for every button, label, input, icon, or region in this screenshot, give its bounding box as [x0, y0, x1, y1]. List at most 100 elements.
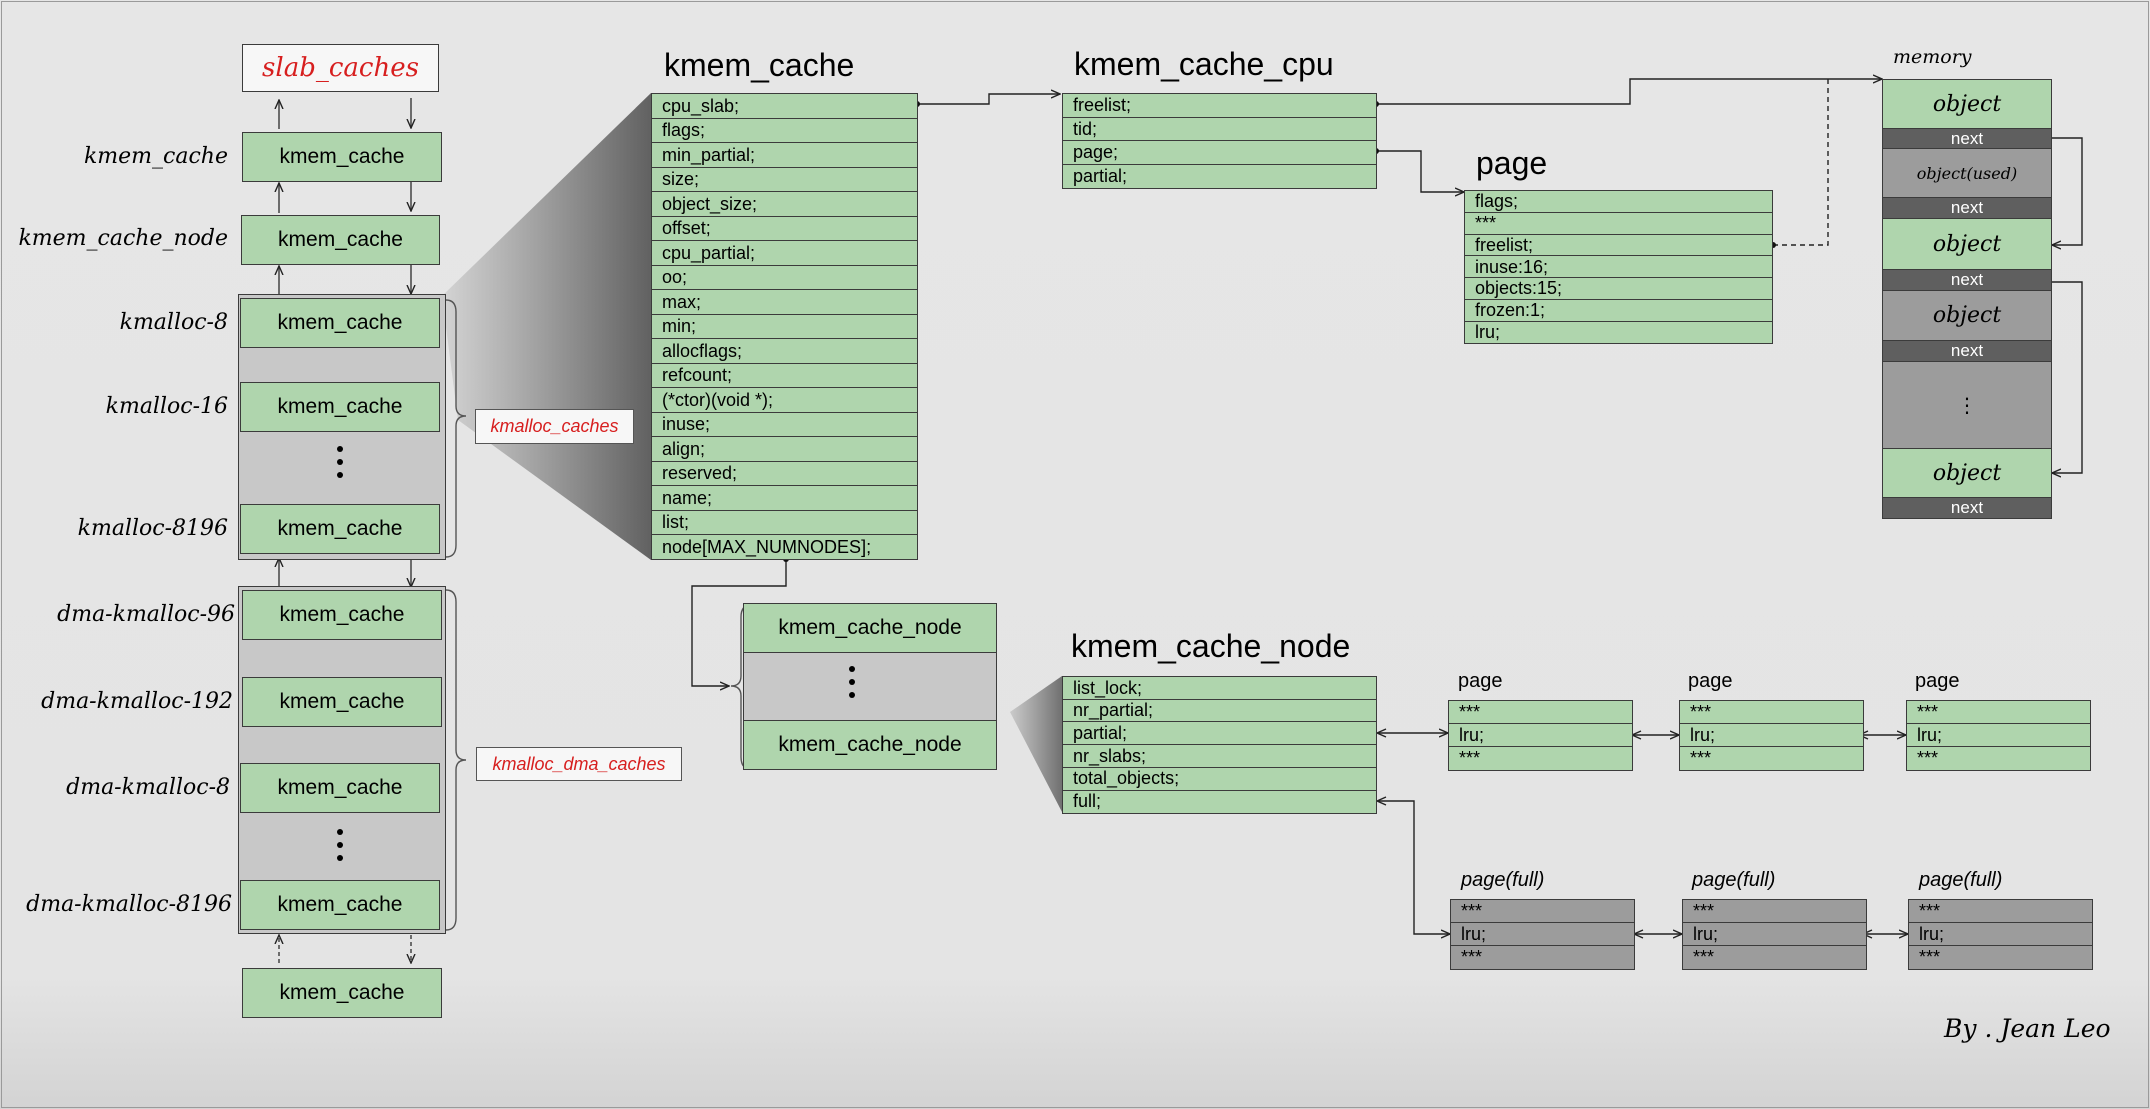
full-page-1-label: page(full)	[1461, 869, 1545, 891]
kmem-cache-node-field: total_objects;	[1062, 766, 1377, 791]
cache-node-entry-first: kmem_cache_node	[743, 603, 997, 653]
zoom-wedge-kmem-cache	[442, 93, 651, 560]
partial-page-1-label: page	[1458, 670, 1503, 692]
page-field: freelist;	[1464, 233, 1773, 257]
kmem-cache-field: reserved;	[651, 460, 918, 487]
label-kmem-cache: kmem_cache	[83, 144, 228, 169]
memory-ellipsis: ⋮	[1882, 361, 2052, 449]
kmem-cache-node-field: nr_slabs;	[1062, 744, 1377, 769]
memory-object-used: object(used)	[1882, 148, 2052, 198]
label-dma-kmalloc-8: dma-kmalloc-8	[66, 775, 230, 800]
memory-next-1: next	[1882, 128, 2052, 149]
kmem-cache-node-field: full;	[1062, 789, 1377, 814]
partial-page-2-label: page	[1688, 670, 1733, 692]
full-page-field: ***	[1450, 899, 1635, 924]
partial-page-field: ***	[1679, 700, 1864, 725]
kmem-cache-field: max;	[651, 289, 918, 315]
label-dma-kmalloc-192: dma-kmalloc-192	[41, 689, 233, 714]
kmem-cache-field: inuse;	[651, 411, 918, 438]
full-page-field: lru;	[1450, 922, 1635, 947]
partial-page-field: ***	[1906, 700, 2091, 725]
slab-caches-title: slab_caches	[262, 53, 419, 83]
dma-more-ellipsis	[337, 829, 343, 861]
kmalloc-more-ellipsis	[337, 446, 343, 478]
page-field: ***	[1464, 211, 1773, 236]
partial-page-field: ***	[1448, 700, 1633, 725]
page-field: lru;	[1464, 320, 1773, 345]
kmem-cache-field: name;	[651, 485, 918, 511]
kmem-cache-cpu-field: partial;	[1062, 163, 1377, 189]
cache-node-entry-last: kmem_cache_node	[743, 720, 997, 770]
label-kmalloc-16: kmalloc-16	[105, 394, 228, 419]
partial-page-field: lru;	[1906, 723, 2091, 748]
kmalloc-16-entry: kmem_cache	[240, 382, 440, 432]
page-field: flags;	[1464, 190, 1773, 214]
kmem-cache-field: flags;	[651, 117, 918, 144]
kmem-cache-field: refcount;	[651, 362, 918, 389]
kmem-cache-field: allocflags;	[651, 338, 918, 364]
list-dashed-arrows	[279, 935, 411, 963]
memory-object-4: object	[1882, 448, 2052, 498]
zoom-wedge-cache-node	[1010, 676, 1062, 812]
partial-page-field: ***	[1679, 746, 1864, 771]
partial-page-field: ***	[1448, 746, 1633, 771]
page-field: frozen:1;	[1464, 299, 1773, 323]
full-page-2-label: page(full)	[1692, 869, 1776, 891]
author-signature: By . Jean Leo	[1944, 1014, 2111, 1043]
memory-object-1: object	[1882, 79, 2052, 129]
kmalloc-caches-callout: kmalloc_caches	[475, 409, 634, 444]
kmem-cache-node-field: list_lock;	[1062, 676, 1377, 701]
cache-node-ellipsis	[849, 666, 855, 698]
kmem-cache-node-entry: kmem_cache	[241, 215, 440, 265]
kmem-cache-field: node[MAX_NUMNODES];	[651, 534, 918, 560]
label-dma-kmalloc-96: dma-kmalloc-96	[57, 602, 235, 627]
kmem-cache-field: cpu_partial;	[651, 240, 918, 266]
group-brackets	[445, 299, 752, 931]
partial-page-field: ***	[1906, 746, 2091, 771]
kmem-cache-node-title: kmem_cache_node	[1071, 628, 1351, 664]
memory-object-2: object	[1882, 218, 2052, 270]
dma-kmalloc-8-entry: kmem_cache	[240, 763, 440, 813]
label-dma-kmalloc-8196: dma-kmalloc-8196	[26, 892, 232, 917]
label-kmalloc-8: kmalloc-8	[119, 310, 228, 335]
kmem-cache-field: min;	[651, 313, 918, 340]
partial-page-field: lru;	[1448, 723, 1633, 748]
dma-kmalloc-8196-entry: kmem_cache	[240, 880, 440, 930]
kmem-cache-field: align;	[651, 436, 918, 462]
kmem-cache-cpu-field: tid;	[1062, 116, 1377, 142]
full-page-field: ***	[1908, 945, 2093, 970]
kmem-cache-cpu-field: freelist;	[1062, 93, 1377, 118]
kmem-cache-field: (*ctor)(void *);	[651, 387, 918, 413]
kmem-cache-tail-entry: kmem_cache	[242, 968, 442, 1018]
memory-next-4: next	[1882, 340, 2052, 362]
kmem-cache-field: offset;	[651, 215, 918, 242]
page-field: objects:15;	[1464, 277, 1773, 301]
label-kmalloc-8196: kmalloc-8196	[77, 516, 228, 541]
kmem-cache-struct-title: kmem_cache	[664, 47, 855, 83]
page-struct-title: page	[1476, 145, 1548, 181]
kmem-cache-field: size;	[651, 166, 918, 193]
kmem-cache-cpu-field: page;	[1062, 140, 1377, 165]
dma-kmalloc-192-entry: kmem_cache	[242, 677, 442, 727]
kmem-cache-field: min_partial;	[651, 142, 918, 168]
partial-page-3-label: page	[1915, 670, 1960, 692]
kmem-cache-field: cpu_slab;	[651, 93, 918, 119]
kmem-cache-entry: kmem_cache	[242, 132, 442, 182]
kmem-cache-field: list;	[651, 509, 918, 536]
full-page-field: ***	[1908, 899, 2093, 924]
full-page-field: ***	[1682, 945, 1867, 970]
kmem-cache-cpu-title: kmem_cache_cpu	[1074, 46, 1334, 82]
page-field: inuse:16;	[1464, 255, 1773, 279]
kmem-cache-field: oo;	[651, 264, 918, 291]
full-page-field: ***	[1682, 899, 1867, 924]
dma-kmalloc-group-box	[238, 586, 446, 934]
kmalloc-dma-caches-callout: kmalloc_dma_caches	[476, 747, 682, 781]
kmem-cache-node-field: nr_partial;	[1062, 698, 1377, 723]
kmalloc-8196-entry: kmem_cache	[240, 504, 440, 554]
memory-next-3: next	[1882, 269, 2052, 291]
memory-next-2: next	[1882, 197, 2052, 219]
partial-page-field: lru;	[1679, 723, 1864, 748]
slab-caches-head: slab_caches	[242, 44, 439, 92]
